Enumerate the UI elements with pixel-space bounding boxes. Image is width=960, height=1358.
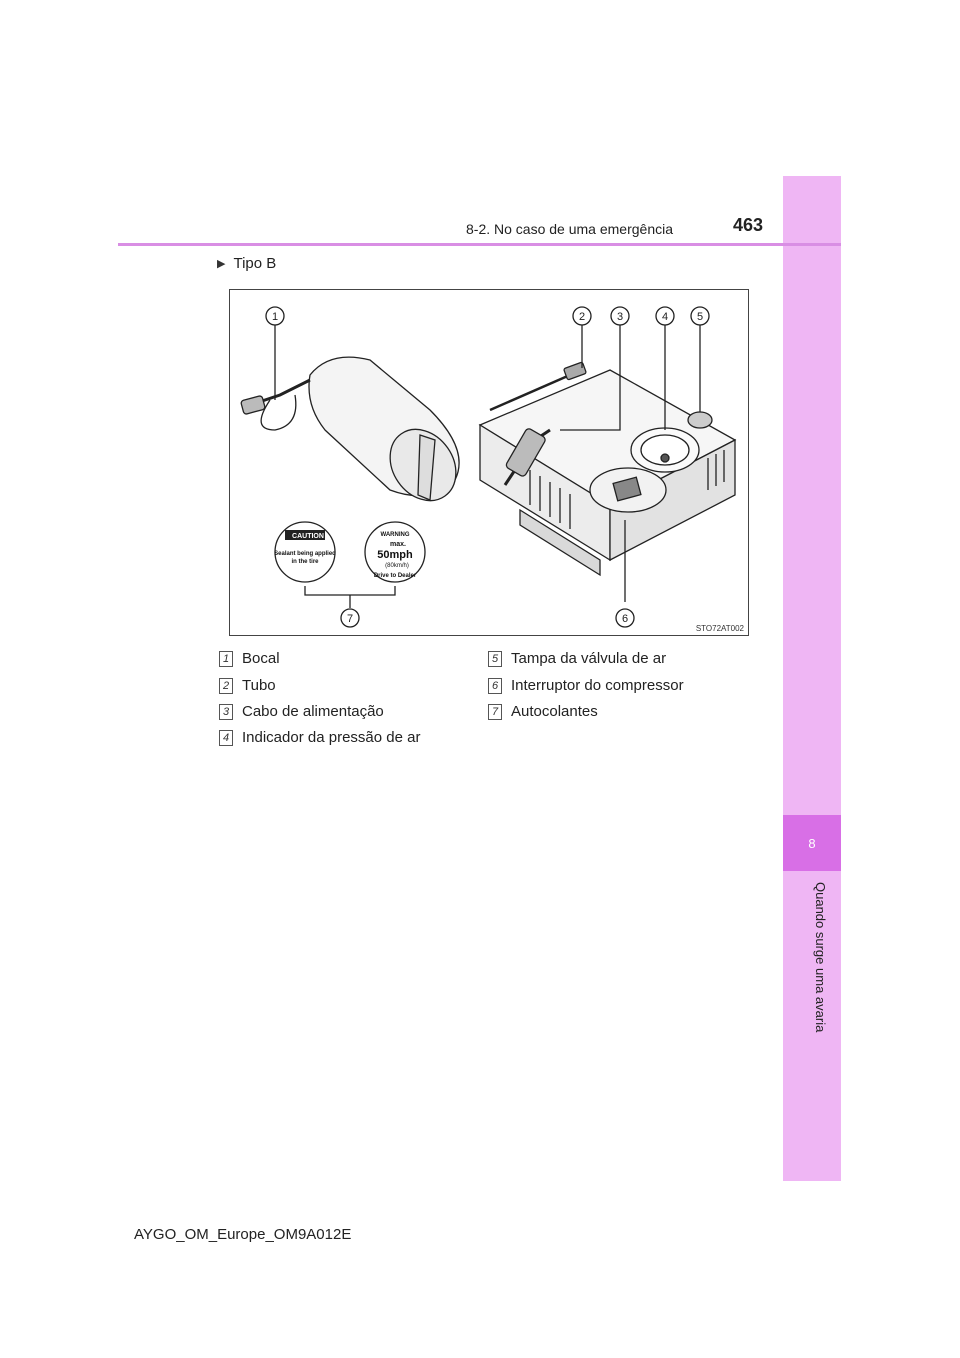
legend-number: 2 [219, 677, 233, 694]
warning-line1: max. [390, 541, 406, 548]
legend-item-6: 6 Interruptor do compressor [488, 677, 684, 694]
subheading-text: Tipo B [233, 255, 277, 272]
front-vents [529, 470, 571, 529]
legend-label: Interruptor do compressor [511, 677, 684, 694]
chapter-title: Quando surge uma avaria [813, 882, 828, 1033]
header-divider [118, 243, 841, 246]
side-vents [707, 450, 725, 490]
callout-2: 2 [579, 311, 585, 323]
legend-number: 4 [219, 729, 233, 746]
legend-item-2: 2 Tubo [219, 677, 276, 694]
air-hose [489, 373, 571, 412]
legend-label: Cabo de alimentação [242, 703, 384, 720]
legend-label: Autocolantes [511, 703, 598, 720]
compressor-switch [612, 476, 642, 502]
callout-5: 5 [697, 311, 703, 323]
legend-number: 3 [219, 703, 233, 720]
callout-6: 6 [622, 613, 628, 625]
warning-sticker [364, 521, 426, 583]
power-plug [505, 428, 546, 477]
legend-label: Tampa da válvula de ar [511, 650, 667, 667]
nozzle [240, 395, 266, 415]
figure-code: STO72AT002 [695, 624, 744, 633]
page-number: 463 [733, 215, 764, 235]
legend-number: 1 [219, 650, 233, 667]
caution-line2: in the tire [291, 559, 319, 565]
nozzle-ring [260, 394, 297, 431]
legend-label: Bocal [242, 650, 280, 667]
legend-item-7: 7 Autocolantes [488, 703, 598, 720]
caution-line1: Sealant being applied [274, 551, 336, 557]
triangle-bullet-icon: ▶ [217, 258, 226, 270]
legend-item-3: 3 Cabo de alimentação [219, 703, 384, 720]
legend-item-1: 1 Bocal [219, 650, 280, 667]
warning-line4: Drive to Dealer [374, 573, 417, 579]
warning-line2: 50mph [377, 549, 413, 561]
bottle-clip [417, 434, 436, 501]
legend-label: Tubo [242, 677, 276, 694]
legend-number: 5 [488, 650, 502, 667]
footer-document-code: AYGO_OM_Europe_OM9A012E [134, 1226, 352, 1243]
compressor-base [519, 508, 601, 577]
legend-number: 7 [488, 703, 502, 720]
legend-number: 6 [488, 677, 502, 694]
air-valve-cap [687, 411, 713, 429]
subheading: ▶ Tipo B [217, 255, 276, 272]
legend-label: Indicador da pressão de ar [242, 729, 421, 746]
gauge-face [640, 434, 690, 466]
legend-item-4: 4 Indicador da pressão de ar [219, 729, 420, 746]
legend-item-5: 5 Tampa da válvula de ar [488, 650, 666, 667]
repair-kit-figure: 1 2 3 4 5 6 7 CAUTION Sealant being appl… [229, 289, 749, 636]
warning-line3: (80km/h) [385, 563, 409, 569]
section-title: 8-2. No caso de uma emergência [466, 221, 673, 237]
warning-title: WARNING [381, 532, 410, 538]
chapter-side-tab [783, 176, 841, 1181]
callout-7: 7 [347, 613, 353, 625]
caution-title: CAUTION [292, 533, 324, 540]
chapter-number: 8 [808, 835, 816, 851]
callout-3: 3 [617, 311, 623, 323]
chapter-number-box: 8 [783, 815, 841, 871]
repair-kit-illustration: 1 2 3 4 5 6 7 CAUTION Sealant being appl… [240, 306, 737, 628]
callout-4: 4 [662, 311, 668, 323]
callout-1: 1 [272, 311, 278, 323]
